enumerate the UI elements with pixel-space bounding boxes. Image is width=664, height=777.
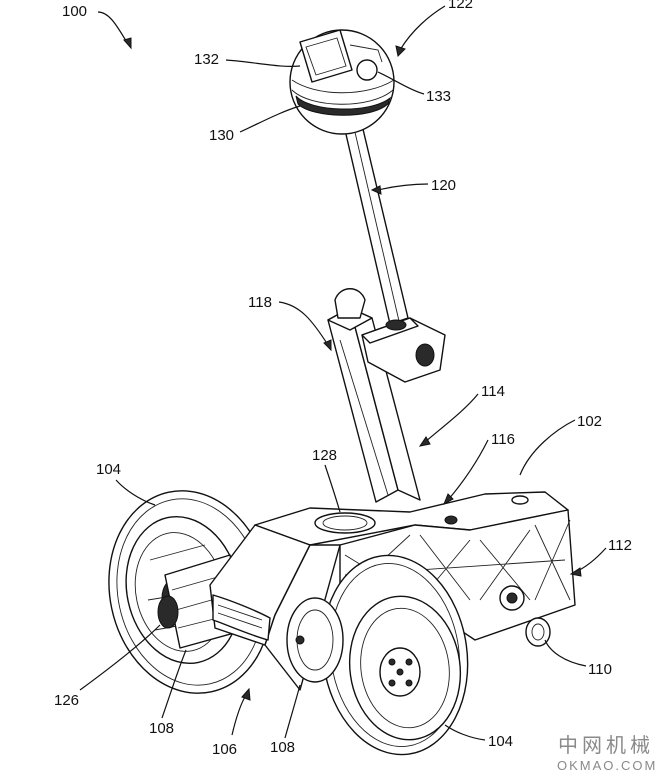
chassis-body — [209, 491, 576, 691]
leader-108-left — [161, 649, 187, 719]
label-106: 106 — [212, 741, 237, 758]
arrow-118 — [278, 301, 329, 346]
leader-108-right — [284, 684, 301, 739]
label-114: 114 — [481, 383, 505, 400]
arrow-116 — [447, 439, 489, 501]
label-108-right: 108 — [270, 739, 295, 756]
arrow-114 — [424, 393, 479, 443]
label-132: 132 — [194, 51, 219, 68]
leader-130 — [239, 105, 301, 133]
arrow-106 — [231, 694, 247, 736]
arrow-100 — [97, 11, 129, 45]
label-120: 120 — [431, 177, 456, 194]
label-104-top: 104 — [96, 461, 121, 478]
label-102: 102 — [577, 413, 602, 430]
leader-104-top — [115, 479, 156, 506]
watermark-site: OKMAO.COM — [557, 758, 657, 773]
watermark-chinese: 中网机械 — [558, 733, 654, 757]
label-122: 122 — [448, 0, 473, 12]
leader-126 — [79, 624, 161, 691]
label-130: 130 — [209, 127, 234, 144]
right-wheel — [321, 554, 469, 756]
leader-133 — [377, 71, 425, 95]
label-126: 126 — [54, 692, 79, 709]
leader-110 — [544, 639, 587, 667]
label-104-bottom: 104 — [488, 733, 513, 750]
watermark: 中网机械 OKMAO.COM — [557, 733, 657, 773]
leader-104-bottom — [444, 724, 486, 741]
leader-102 — [519, 419, 576, 476]
leader-128 — [324, 464, 341, 513]
label-108-left: 108 — [149, 720, 174, 737]
label-100: 100 — [62, 3, 87, 20]
label-116: 116 — [491, 431, 515, 448]
label-118: 118 — [248, 294, 272, 311]
label-110: 110 — [588, 661, 612, 678]
robot-illustration — [108, 29, 576, 756]
head-unit — [289, 29, 395, 135]
arrow-120 — [377, 183, 429, 191]
arrow-122 — [399, 5, 446, 51]
leader-132 — [225, 59, 301, 67]
reference-labels: 100 122 132 133 130 120 118 114 116 102 … — [54, 0, 632, 758]
label-133: 133 — [426, 88, 451, 105]
label-112: 112 — [608, 537, 632, 554]
center-drive-hub — [286, 597, 344, 683]
leader-lines — [79, 5, 607, 741]
mast-clamp — [334, 288, 446, 383]
label-128: 128 — [312, 447, 337, 464]
